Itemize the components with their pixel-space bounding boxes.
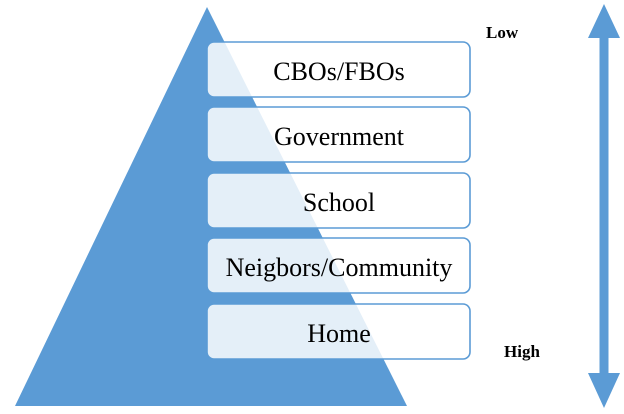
level-label: Government xyxy=(274,122,405,151)
level-box xyxy=(206,41,471,98)
level-cbos-fbos: CBOs/FBOs xyxy=(206,41,471,98)
level-government: Government xyxy=(206,106,471,163)
level-label: Home xyxy=(307,319,371,348)
level-home: Home xyxy=(206,303,471,360)
level-school: School xyxy=(206,172,471,229)
level-neighbors-community: Neigbors/Community xyxy=(206,237,471,294)
level-box xyxy=(206,303,471,360)
level-box xyxy=(206,237,471,294)
double-arrow-icon xyxy=(588,4,620,408)
scale-high-label: High xyxy=(504,342,540,361)
level-label: Neigbors/Community xyxy=(226,253,453,282)
level-label: School xyxy=(303,188,375,217)
level-box xyxy=(206,172,471,229)
pyramid-levels: CBOs/FBOs Government School Neigbors/Com… xyxy=(206,41,471,360)
level-box xyxy=(206,106,471,163)
scale-low-label: Low xyxy=(486,23,519,42)
level-label: CBOs/FBOs xyxy=(273,57,405,86)
